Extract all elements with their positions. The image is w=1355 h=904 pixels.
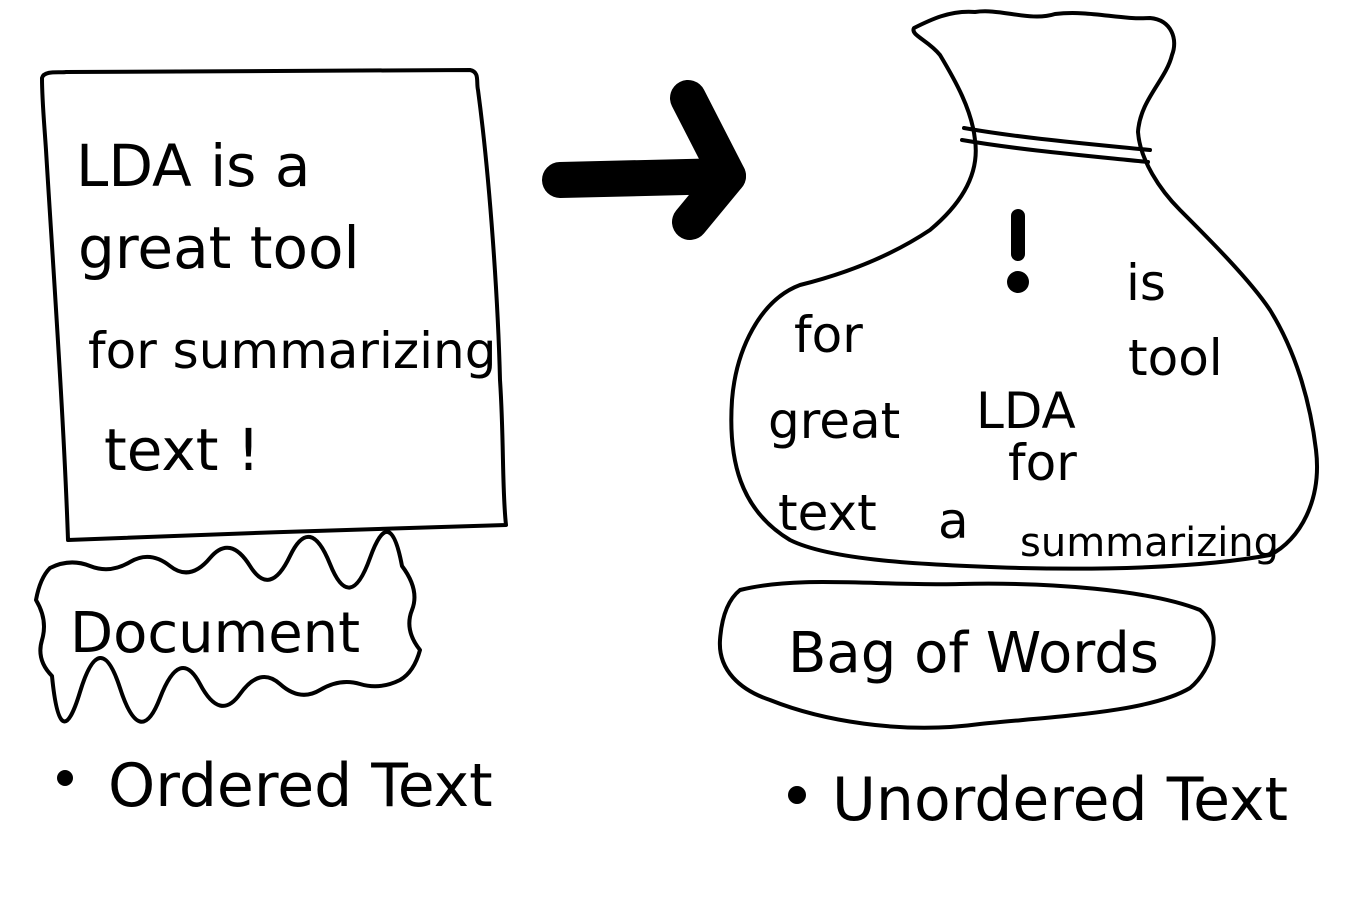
bag-word-tool: tool bbox=[1128, 329, 1223, 387]
document-panel: LDA is a great tool for summarizing text… bbox=[34, 68, 508, 821]
bag-outline bbox=[729, 9, 1319, 571]
bag-word-a: a bbox=[938, 492, 969, 550]
bag-panel: ! is for tool great LDA for text a summa… bbox=[717, 9, 1319, 835]
document-box bbox=[40, 68, 508, 542]
document-bullet-text: Ordered Text bbox=[108, 751, 493, 821]
document-label: Document bbox=[70, 601, 360, 666]
bag-word-exclamation bbox=[1007, 209, 1029, 293]
bag-label-badge bbox=[717, 579, 1216, 730]
document-line-4: text ! bbox=[104, 416, 260, 484]
document-line-3: for summarizing bbox=[88, 322, 496, 380]
bag-word-lda: LDA bbox=[976, 382, 1076, 440]
bag-word-great: great bbox=[768, 392, 900, 450]
bag-word-summarizing: summarizing bbox=[1020, 520, 1279, 566]
bag-bullet-text: Unordered Text bbox=[832, 765, 1288, 835]
bag-label: Bag of Words bbox=[788, 621, 1159, 686]
bag-word-for-1: for bbox=[794, 306, 863, 364]
bag-word-text: text bbox=[778, 484, 877, 542]
document-line-2: great tool bbox=[78, 214, 360, 282]
document-line-1: LDA is a bbox=[76, 132, 310, 200]
document-bullet-dot bbox=[57, 770, 73, 786]
bag-tie bbox=[960, 126, 1152, 164]
bag-word-for-2: for bbox=[1008, 434, 1077, 492]
bag-bullet-dot bbox=[788, 786, 806, 804]
bag-word-is: is bbox=[1126, 254, 1166, 312]
right-arrow-icon bbox=[542, 80, 746, 240]
document-label-badge bbox=[34, 530, 422, 724]
